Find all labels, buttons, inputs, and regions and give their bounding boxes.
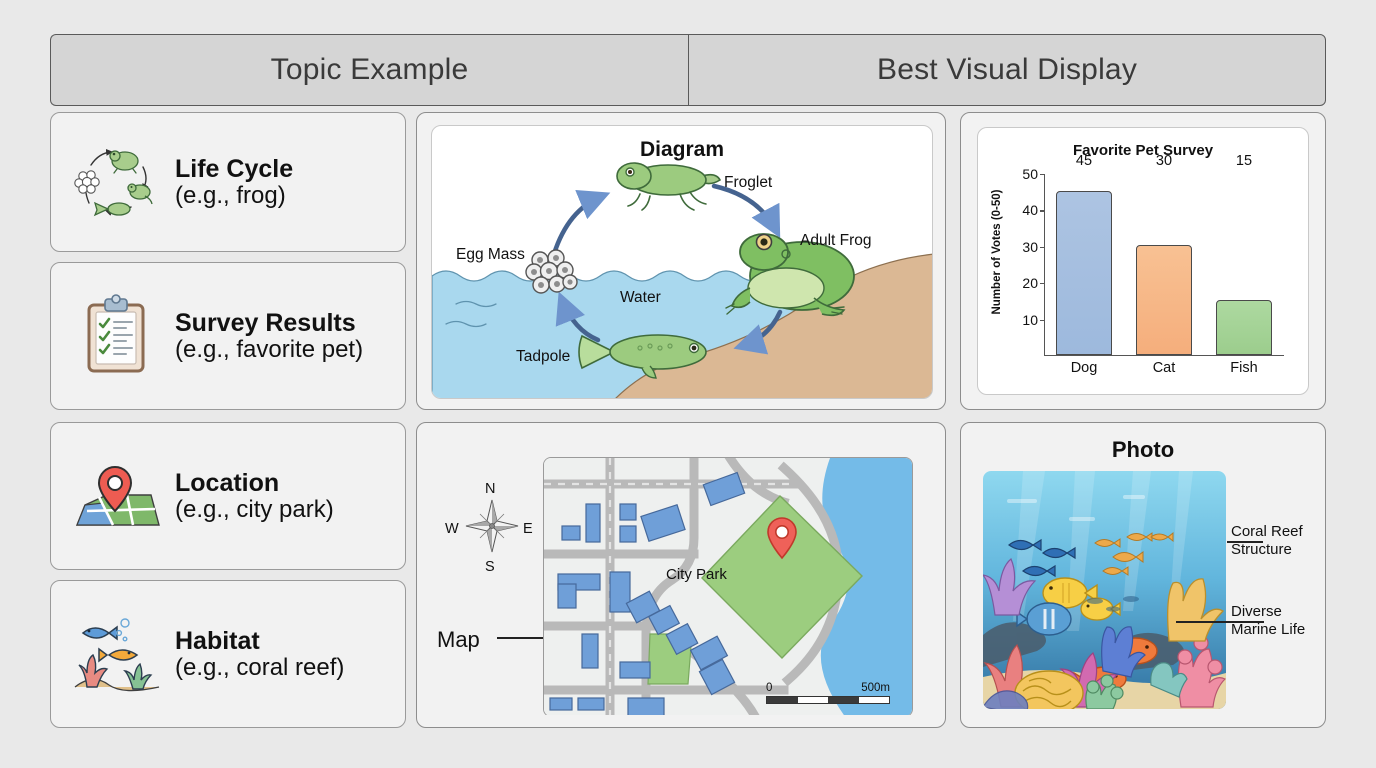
annotation-line-2: Marine Life: [1231, 621, 1306, 638]
topic-card-survey-results[interactable]: Survey Results (e.g., favorite pet): [50, 262, 406, 410]
topic-title: Habitat: [175, 626, 260, 655]
clipboard-checklist-icon: [69, 293, 165, 379]
diagram-label-froglet: Froglet: [724, 174, 773, 191]
chart-y-axis-label: Number of Votes (0-50): [991, 189, 1003, 315]
map-canvas[interactable]: City Park 0 500m: [543, 457, 913, 715]
diagram-title: Diagram: [639, 138, 725, 161]
header-cell-topic-example: Topic Example: [50, 34, 688, 106]
chart-title: Favorite Pet Survey: [1072, 142, 1214, 159]
header-cell-best-visual-display: Best Visual Display: [688, 34, 1326, 106]
chart-bar-group[interactable]: 15: [1216, 153, 1272, 355]
frog-life-cycle-diagram: Diagram Egg Mass Tadpole Froglet Adult F…: [431, 125, 933, 399]
header-title-right: Best Visual Display: [876, 53, 1138, 86]
diagram-label-water: Water: [620, 289, 661, 306]
chart-bar-value: 30: [1155, 152, 1173, 169]
topic-label-group: Survey Results (e.g., favorite pet): [175, 309, 363, 364]
annotation-line-2: Structure: [1231, 541, 1292, 558]
map-annotation-label: Map: [437, 627, 480, 652]
topic-example: (e.g., city park): [175, 495, 334, 523]
chart-bars: 45 30 15: [1044, 153, 1284, 355]
chart-ytick: 50: [1022, 166, 1045, 182]
annotation-line-1: Coral Reef: [1231, 523, 1303, 540]
topic-example: (e.g., coral reef): [175, 653, 345, 681]
chart-xtick-cat: Cat: [1152, 360, 1176, 376]
compass-label-east: E: [523, 521, 533, 537]
topic-example: (e.g., frog): [175, 181, 286, 209]
photo-leader-line-2: [1176, 621, 1264, 623]
topic-label-group: Location (e.g., city park): [175, 469, 334, 524]
topic-title: Life Cycle: [175, 154, 294, 183]
chart-bar-fish[interactable]: [1216, 300, 1272, 355]
topic-title: Location: [175, 468, 280, 497]
topic-example: (e.g., favorite pet): [175, 335, 364, 363]
chart-xtick-fish: Fish: [1230, 360, 1258, 376]
compass-label-west: W: [445, 521, 459, 537]
chart-ytick: 20: [1022, 275, 1045, 292]
coral-reef-fish-icon: [69, 611, 165, 697]
diagram-label-adult-frog: Adult Frog: [800, 232, 872, 249]
chart-bar-group[interactable]: 30: [1136, 153, 1192, 355]
diagram-label-tadpole: Tadpole: [516, 348, 571, 365]
compass-rose-icon: [449, 483, 535, 569]
map-scale-end: 500m: [861, 682, 890, 694]
topic-card-life-cycle[interactable]: Life Cycle (e.g., frog): [50, 112, 406, 252]
panel-chart: Favorite Pet Survey Number of Votes (0-5…: [960, 112, 1326, 410]
panel-photo: Photo: [960, 422, 1326, 728]
topic-label-group: Life Cycle (e.g., frog): [175, 155, 293, 210]
chart-x-axis: [1044, 354, 1284, 356]
topic-card-habitat[interactable]: Habitat (e.g., coral reef): [50, 580, 406, 728]
chart-x-labels: Dog Cat Fish: [1044, 360, 1284, 376]
photo-title: Photo: [1111, 437, 1175, 462]
chart-xtick-dog: Dog: [1070, 360, 1098, 376]
map-park-label: City Park: [666, 566, 727, 583]
topic-card-location[interactable]: Location (e.g., city park): [50, 422, 406, 570]
map-scale-bar: 0 500m: [766, 682, 890, 704]
frog-cycle-svg: [432, 162, 932, 398]
compass-label-south: S: [485, 559, 495, 575]
photo-annotation-diverse-marine-life: Diverse Marine Life: [1231, 603, 1305, 639]
header-title-left: Topic Example: [270, 53, 469, 86]
city-park-map: N E S W Map: [431, 437, 933, 715]
chart-ytick: 40: [1022, 202, 1045, 219]
diagram-label-egg-mass: Egg Mass: [456, 246, 525, 263]
chart-bar-dog[interactable]: [1056, 190, 1112, 355]
coral-reef-photo[interactable]: [983, 471, 1226, 709]
map-scale-start: 0: [766, 682, 773, 694]
panel-map: N E S W Map: [416, 422, 946, 728]
chart-bar-value: 45: [1075, 152, 1093, 169]
chart-bar-value: 15: [1235, 152, 1253, 169]
photo-leader-line-1: [1227, 541, 1263, 543]
chart-ytick: 30: [1022, 238, 1045, 255]
annotation-line-1: Diverse: [1231, 603, 1282, 620]
map-pin-icon: [69, 453, 165, 539]
life-cycle-icon: [69, 139, 165, 225]
photo-annotation-coral-reef-structure: Coral Reef Structure: [1231, 523, 1303, 559]
chart-bar-cat[interactable]: [1136, 245, 1192, 355]
topic-label-group: Habitat (e.g., coral reef): [175, 627, 344, 682]
panel-diagram: Diagram Egg Mass Tadpole Froglet Adult F…: [416, 112, 946, 410]
favorite-pet-bar-chart: Favorite Pet Survey Number of Votes (0-5…: [977, 127, 1309, 395]
compass-label-north: N: [485, 481, 496, 497]
chart-plot-area: 50 40 30 20 10 45 30 15: [1022, 153, 1284, 356]
chart-bar-group[interactable]: 45: [1056, 153, 1112, 355]
chart-y-axis: [1044, 174, 1046, 356]
map-leader-line: [497, 637, 545, 639]
chart-ytick: 10: [1022, 311, 1045, 328]
topic-title: Survey Results: [175, 308, 356, 337]
